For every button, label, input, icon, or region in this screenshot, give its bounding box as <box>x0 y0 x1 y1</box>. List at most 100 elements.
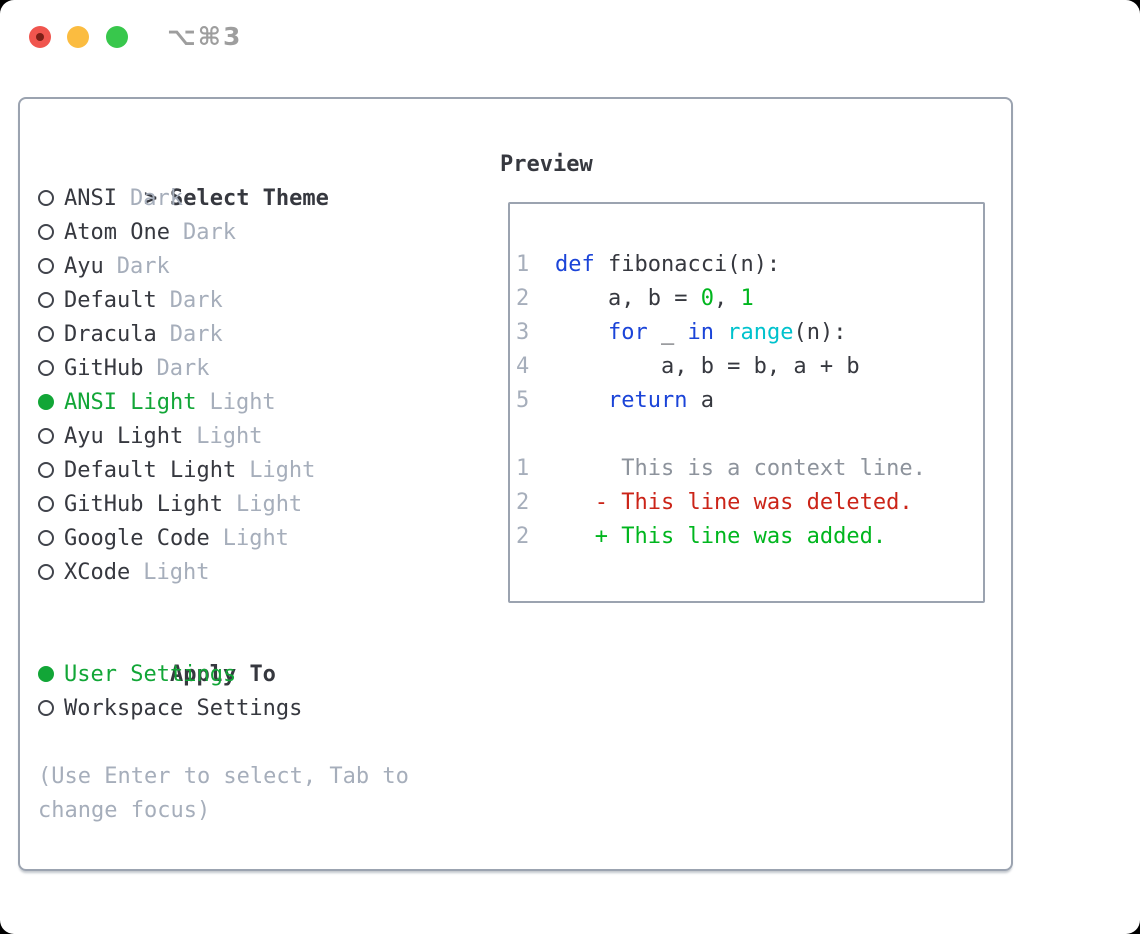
code-segment-plain <box>555 320 608 345</box>
code-segment-plain: a, b = b, a + b <box>555 354 860 379</box>
code-segment-del: - This line was deleted. <box>555 490 913 515</box>
titlebar: ⌥⌘3 <box>0 0 1140 97</box>
code-segment-bi: range <box>727 320 794 345</box>
option-label: ANSI Light <box>64 390 197 415</box>
option-label: Workspace Settings <box>64 696 303 721</box>
theme-option-ansi[interactable]: ANSI Dark <box>38 182 438 216</box>
option-label: GitHub <box>64 356 144 381</box>
option-variant-label: Dark <box>156 356 210 381</box>
code-line: 4 a, b = b, a + b <box>516 350 983 384</box>
select-theme-header: > Select Theme <box>38 148 438 211</box>
diff-line: 1 This is a context line. <box>516 452 983 486</box>
diff-line: 2 - This line was deleted. <box>516 486 983 520</box>
theme-option-atom-one[interactable]: Atom One Dark <box>38 216 438 250</box>
code-segment-plain: a <box>687 388 714 413</box>
select-theme-title: Select Theme <box>169 186 329 211</box>
radio-icon <box>38 326 54 342</box>
code-segment-plain <box>555 388 608 413</box>
apply-option-user-settings[interactable]: User Settings <box>38 658 438 692</box>
apply-option-workspace-settings[interactable]: Workspace Settings <box>38 692 438 726</box>
line-number: 4 <box>516 354 530 379</box>
option-label: Atom One <box>64 220 170 245</box>
option-variant-label: Dark <box>182 220 236 245</box>
theme-option-ayu[interactable]: Ayu Dark <box>38 250 438 284</box>
code-segment-plain <box>714 320 727 345</box>
diff-block: 1 This is a context line.2 - This line w… <box>516 452 983 554</box>
option-label: User Settings <box>64 662 237 687</box>
option-label: GitHub Light <box>64 492 223 517</box>
code-segment-kw: return <box>607 388 688 413</box>
code-segment-plain: (n): <box>793 320 847 345</box>
option-variant-label: Light <box>143 560 210 585</box>
option-label: ANSI <box>64 186 117 211</box>
theme-option-ayu-light[interactable]: Ayu Light Light <box>38 420 438 454</box>
radio-icon <box>38 462 54 478</box>
option-label: Google Code <box>64 526 210 551</box>
radio-icon <box>38 428 54 444</box>
radio-icon <box>38 292 54 308</box>
option-variant-label: Light <box>249 458 316 483</box>
minimize-button[interactable] <box>67 26 89 48</box>
line-number: 2 <box>516 490 530 515</box>
option-label: Ayu <box>64 254 104 279</box>
code-segment-add: + This line was added. <box>555 524 887 549</box>
code-segment-plain: fibonacci(n): <box>594 252 781 277</box>
theme-option-github[interactable]: GitHub Dark <box>38 352 438 386</box>
option-variant-label: Dark <box>116 254 170 279</box>
radio-icon <box>38 530 54 546</box>
code-segment-kw: in <box>687 320 714 345</box>
radio-icon <box>38 258 54 274</box>
theme-option-ansi-light[interactable]: ANSI Light Light <box>38 386 438 420</box>
option-label: Default <box>64 288 157 313</box>
line-number: 2 <box>516 286 530 311</box>
theme-option-default-light[interactable]: Default Light Light <box>38 454 438 488</box>
option-variant-label: Light <box>209 390 276 415</box>
spacer <box>38 590 438 624</box>
option-label: Default Light <box>64 458 237 483</box>
radio-icon <box>38 224 54 240</box>
maximize-button[interactable] <box>106 26 128 48</box>
option-label: Ayu Light <box>64 424 184 449</box>
code-segment-kw: for <box>607 320 648 345</box>
option-variant-label: Dark <box>129 186 183 211</box>
spacer <box>38 726 438 760</box>
code-segment-num: 0 <box>700 286 714 311</box>
code-line: 2 a, b = 0, 1 <box>516 282 983 316</box>
option-variant-label: Light <box>196 424 263 449</box>
line-number: 3 <box>516 320 530 345</box>
radio-icon <box>38 360 54 376</box>
apply-to-title: Apply To <box>169 662 276 687</box>
line-number: 1 <box>516 252 530 277</box>
prompt-icon: > <box>143 186 158 211</box>
line-number: 5 <box>516 388 530 413</box>
close-button[interactable] <box>29 26 51 48</box>
theme-option-dracula[interactable]: Dracula Dark <box>38 318 438 352</box>
option-variant-label: Dark <box>169 322 223 347</box>
radio-selected-icon <box>38 394 54 410</box>
apply-to-header: Apply To <box>38 624 438 687</box>
spacer <box>516 418 983 452</box>
line-number: 2 <box>516 524 530 549</box>
preview-header: Preview <box>500 152 593 177</box>
radio-icon <box>38 564 54 580</box>
option-variant-label: Light <box>222 526 289 551</box>
code-segment-num: 1 <box>740 286 754 311</box>
code-line: 3 for _ in range(n): <box>516 316 983 350</box>
hint-text: (Use Enter to select, Tab to change focu… <box>38 764 409 823</box>
line-number: 1 <box>516 456 530 481</box>
option-label: Dracula <box>64 322 157 347</box>
radio-icon <box>38 496 54 512</box>
code-segment-ctx: This is a context line. <box>555 456 926 481</box>
theme-option-google-code[interactable]: Google Code Light <box>38 522 438 556</box>
